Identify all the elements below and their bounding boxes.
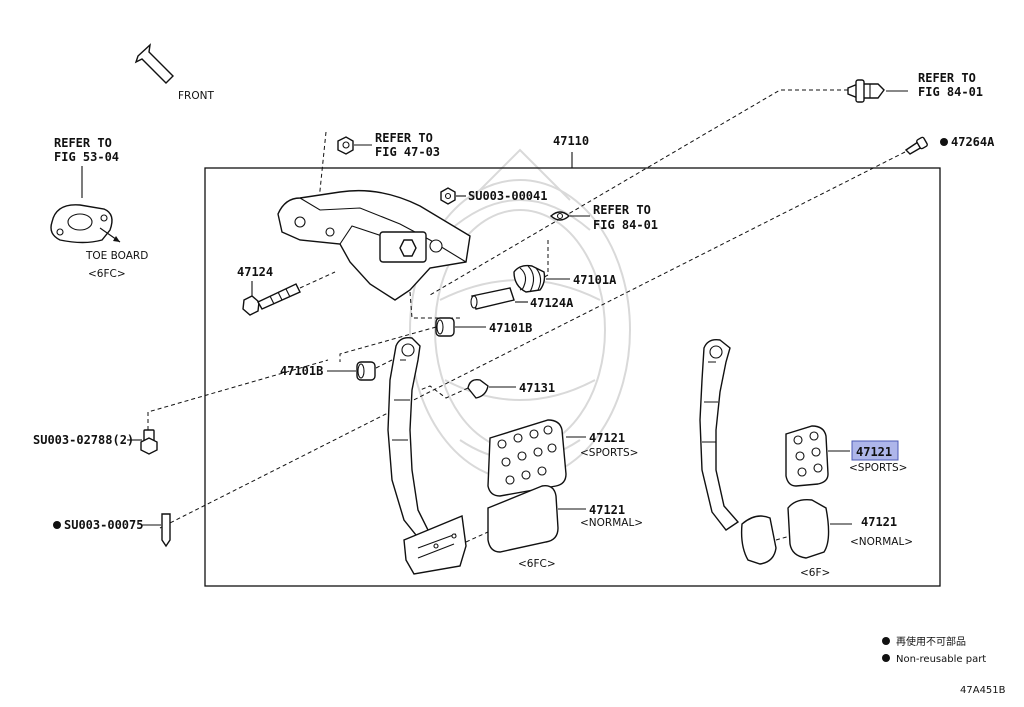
bushing-47101B-upper <box>435 317 455 337</box>
refer-fig-47-03-line2[interactable]: FIG 47-03 <box>375 145 440 159</box>
variant-6fc-label: <6FC> <box>518 558 556 570</box>
clutch-pedal-arm-right <box>699 338 777 565</box>
part-47121-normal-right-label[interactable]: 47121 <box>861 515 897 529</box>
toe-board-gasket <box>50 204 113 244</box>
part-47121-sports-right-label[interactable]: 47121 <box>856 445 892 459</box>
part-su003-00075-label[interactable]: SU003-00075 <box>64 518 143 532</box>
refer-fig-84-01-top-line1[interactable]: REFER TO <box>918 71 976 85</box>
highlight-box <box>851 440 899 461</box>
assembly-47110-label[interactable]: 47110 <box>553 134 589 148</box>
part-47124A-label[interactable]: 47124A <box>530 296 574 310</box>
refer-fig-53-04-line2[interactable]: FIG 53-04 <box>54 150 119 164</box>
pad-normal-right <box>787 498 830 559</box>
bushing-47101B-left <box>356 361 376 381</box>
part-47101B-upper-label[interactable]: 47101B <box>489 321 532 335</box>
part-47101A-label[interactable]: 47101A <box>573 273 617 287</box>
normal-left-note: <NORMAL> <box>580 517 643 529</box>
part-47264A-label[interactable]: 47264A <box>951 135 995 149</box>
refer-fig-53-04-line1[interactable]: REFER TO <box>54 136 112 150</box>
part-su003-02788-label[interactable]: SU003-02788(2) <box>33 433 134 447</box>
clip-su003-00075 <box>161 513 171 548</box>
part-47121-sports-left-label[interactable]: 47121 <box>589 431 625 445</box>
legend-japanese: 再使用不可部品 <box>896 635 966 648</box>
bolt-47124 <box>242 283 301 316</box>
refer-fig-84-01-top-line2[interactable]: FIG 84-01 <box>918 85 983 99</box>
toe-board-label: TOE BOARD <box>85 250 148 262</box>
variant-6f-label: <6F> <box>800 567 830 579</box>
toe-board-variant: <6FC> <box>88 268 126 280</box>
normal-right-note: <NORMAL> <box>850 536 913 548</box>
sleeve-47124A <box>470 287 515 310</box>
refer-fig-84-01-mid-line1[interactable]: REFER TO <box>593 203 651 217</box>
front-arrow-icon <box>134 43 174 84</box>
collar-47101A <box>513 264 546 293</box>
bolt-su003-02788 <box>140 429 158 455</box>
brake-pedal-arm-left <box>387 336 467 575</box>
sports-right-note: <SPORTS> <box>849 462 907 474</box>
part-47101B-left-label[interactable]: 47101B <box>280 364 323 378</box>
refer-fig-47-03-line1[interactable]: REFER TO <box>375 131 433 145</box>
part-47121-normal-left-label[interactable]: 47121 <box>589 503 625 517</box>
stopper-47131 <box>467 378 489 399</box>
part-47131-label[interactable]: 47131 <box>519 381 555 395</box>
pad-sports-left <box>487 419 567 497</box>
nut-su003-00041 <box>440 187 456 205</box>
clip-refer-84-01 <box>549 211 571 221</box>
legend-english: Non-reusable part <box>896 654 986 665</box>
pin-47264A <box>904 136 928 155</box>
pad-normal-left <box>487 485 559 553</box>
stop-lamp-switch <box>847 79 885 103</box>
pad-sports-right <box>785 425 829 487</box>
nut-refer-47-03 <box>337 136 354 155</box>
refer-fig-84-01-mid-line2[interactable]: FIG 84-01 <box>593 218 658 232</box>
pedal-bracket <box>277 189 471 319</box>
part-su003-00041-label[interactable]: SU003-00041 <box>468 189 547 203</box>
sports-left-note: <SPORTS> <box>580 447 638 459</box>
part-47124-label[interactable]: 47124 <box>237 265 273 279</box>
figure-code: 47A451B <box>960 685 1006 696</box>
front-label: FRONT <box>178 90 214 102</box>
